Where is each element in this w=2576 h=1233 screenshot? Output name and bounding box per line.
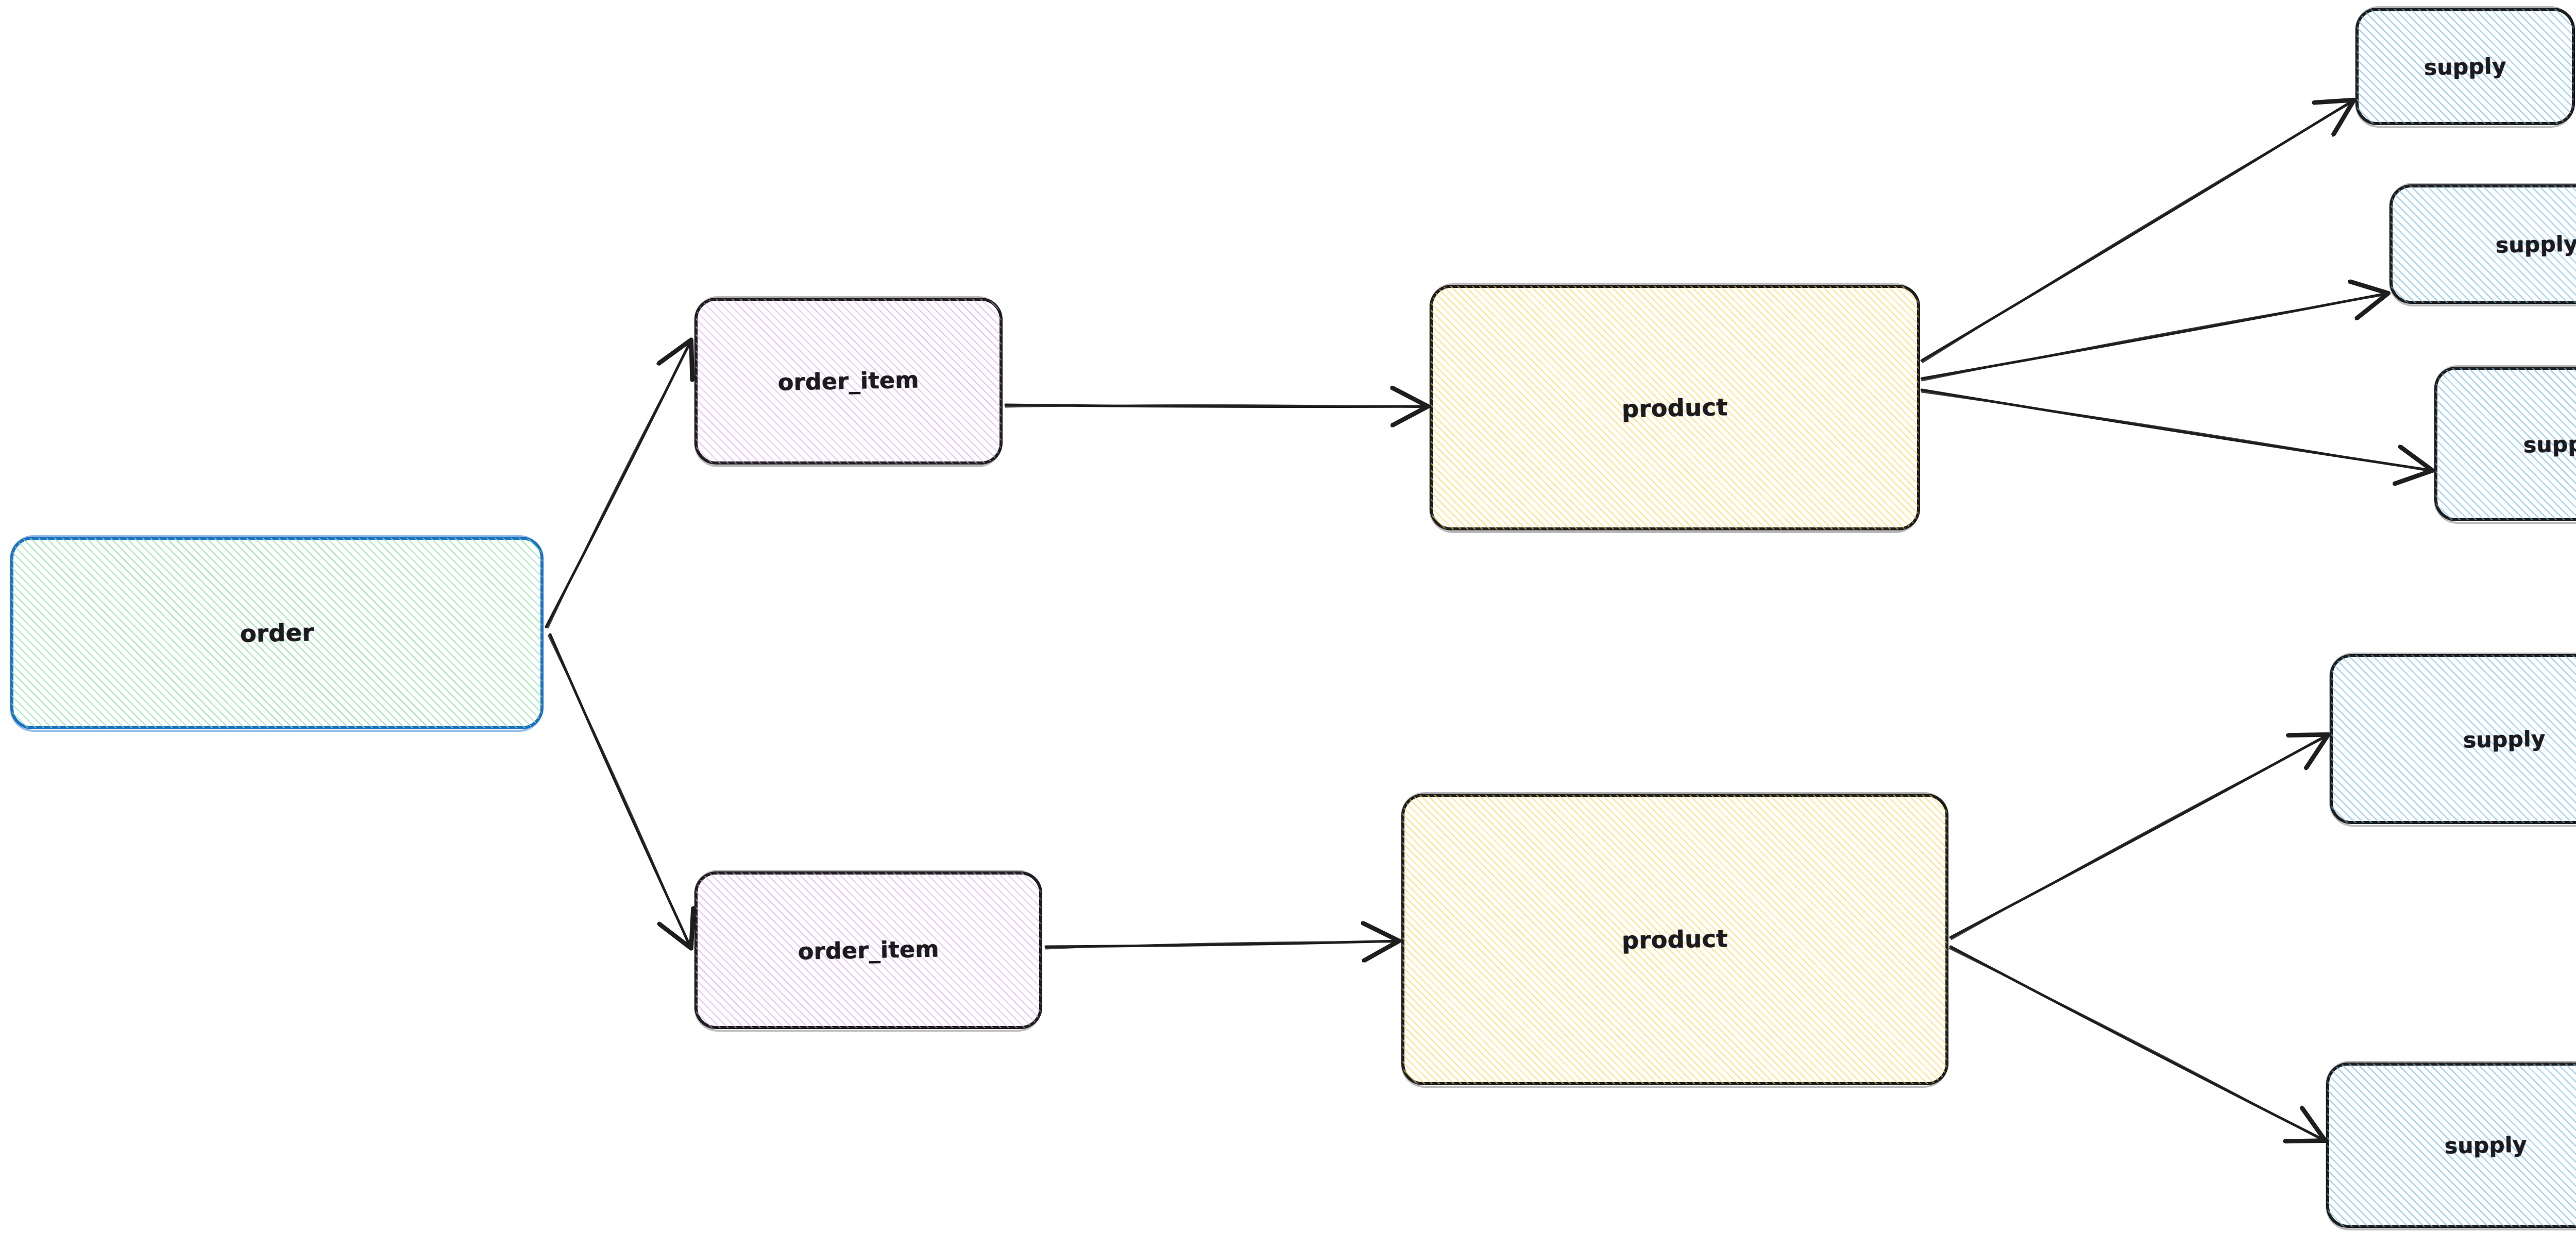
node-hatch-fill	[696, 872, 1041, 1028]
node-hatch-fill	[2357, 9, 2574, 124]
node-label: supply	[2523, 430, 2576, 458]
node-product_1[interactable]: product	[1429, 283, 1920, 533]
node-label: order_item	[798, 935, 939, 965]
node-supply_2[interactable]: supply	[2389, 183, 2576, 306]
node-supply_5[interactable]: supply	[2326, 1061, 2576, 1230]
node-hatch-fill	[696, 299, 1002, 464]
node-label: supply	[2495, 230, 2576, 258]
node-product_2[interactable]: product	[1401, 792, 1948, 1088]
node-label: supply	[2463, 725, 2546, 753]
node-hatch-fill	[2331, 655, 2576, 823]
node-supply_4[interactable]: supply	[2329, 653, 2576, 827]
node-order[interactable]: order	[10, 535, 544, 732]
node-hatch-fill	[2435, 368, 2576, 520]
node-label: order_item	[777, 366, 920, 396]
node-hatch-fill	[1402, 795, 1947, 1084]
node-hatch-fill	[2391, 185, 2576, 303]
node-supply_1[interactable]: supply	[2355, 6, 2575, 128]
node-label: order	[240, 618, 314, 648]
node-hatch-fill	[2327, 1064, 2576, 1227]
node-label: supply	[2444, 1132, 2528, 1159]
node-label: product	[1621, 924, 1728, 954]
node-hatch-fill	[11, 538, 543, 728]
node-order_item_2[interactable]: order_item	[694, 870, 1042, 1032]
node-label: supply	[2424, 53, 2507, 80]
node-order_item_1[interactable]: order_item	[694, 296, 1003, 467]
node-hatch-fill	[1431, 286, 1919, 529]
node-label: product	[1621, 392, 1728, 423]
node-supply_3[interactable]: supply	[2434, 365, 2576, 524]
